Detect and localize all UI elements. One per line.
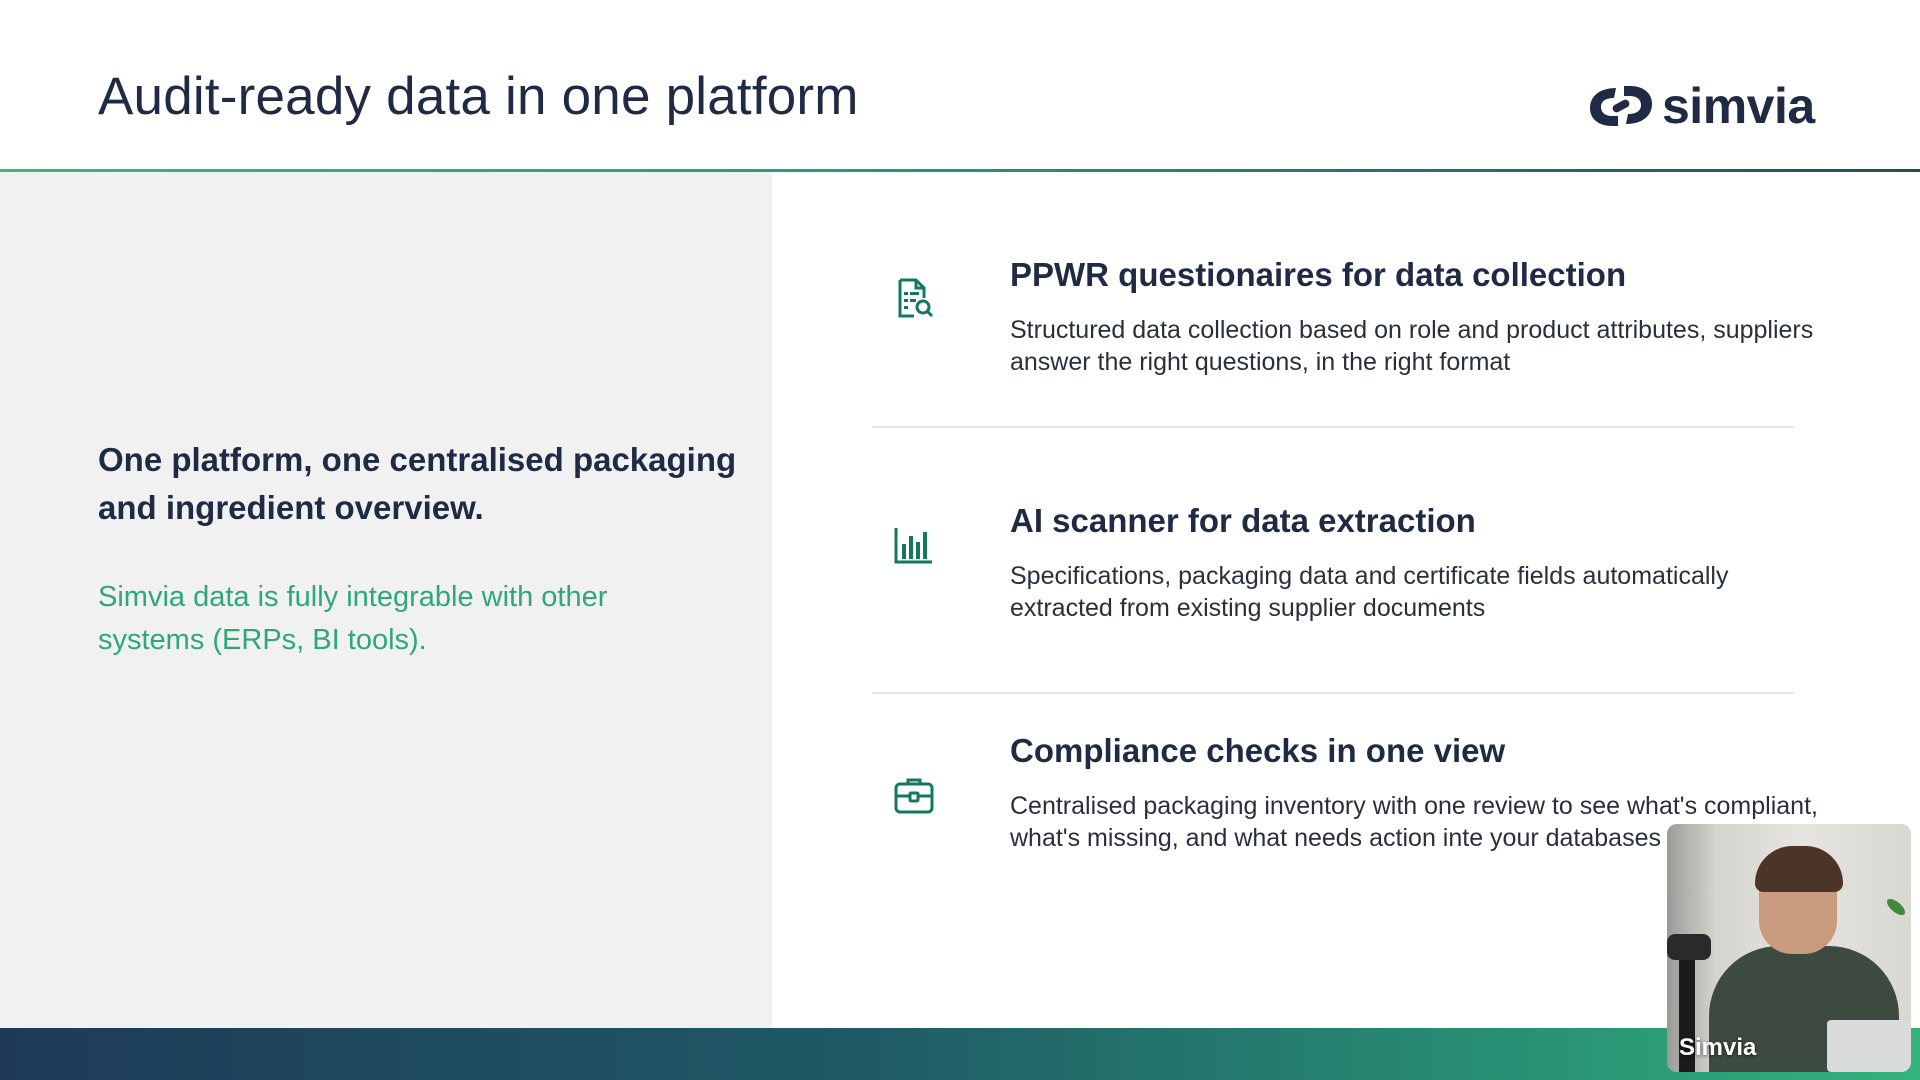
feature-title: Compliance checks in one view [1010,732,1506,769]
slide-header: Audit-ready data in one platform simvia [0,0,1920,170]
left-panel: One platform, one centralised packaging … [0,172,772,1028]
feature-description: Centralised packaging inventory with one… [1010,792,1818,852]
logo-text: simvia [1662,78,1815,134]
bar-chart-icon [892,524,936,568]
participant-video-tile[interactable]: Simvia [1667,824,1911,1072]
document-search-icon [892,276,936,320]
feature-title: PPWR questionaires for data collection [1010,256,1627,293]
laptop [1827,1020,1911,1072]
participant-name-label: Simvia [1679,1034,1757,1061]
microphone-icon [1667,934,1711,960]
page-title: Audit-ready data in one platform [98,67,859,126]
footer-gradient-bar [0,1028,1920,1080]
simvia-logo: simvia [1582,78,1815,134]
participant-hair [1755,846,1843,892]
left-headline: One platform, one centralised packaging … [98,441,737,526]
feature-title: AI scanner for data extraction [1010,502,1476,539]
feature-separator [872,426,1794,428]
toolbox-icon [892,774,936,818]
feature-separator [872,692,1794,694]
mic-stand [1679,944,1695,1072]
feature-description: Specifications, packaging data and certi… [1010,562,1729,622]
header-divider [0,169,1920,172]
left-subtext: Simvia data is fully integrable with oth… [98,581,608,656]
feature-description: Structured data collection based on role… [1010,316,1814,376]
simvia-logo-icon [1590,86,1652,126]
